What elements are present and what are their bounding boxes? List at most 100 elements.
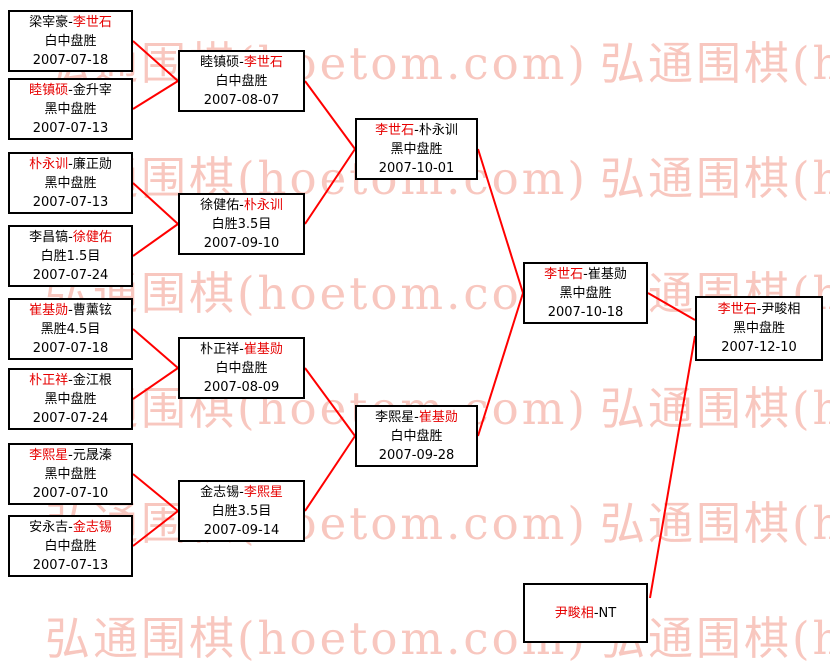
connector-line <box>132 328 179 369</box>
match-result: 黑中盘胜 <box>390 141 443 157</box>
player-separator: - <box>593 605 599 621</box>
match-result: 白胜3.5目 <box>211 216 272 232</box>
player-name: 曹薰铉 <box>72 302 112 318</box>
match-date: 2007-07-13 <box>32 557 109 573</box>
match-result: 黑中盘胜 <box>44 466 97 482</box>
player-name: 崔基勋 <box>29 302 69 318</box>
match-box-r1-6: 朴正祥-金江根 黑中盘胜 2007-07-24 <box>8 368 133 430</box>
player-separator: - <box>68 229 73 245</box>
match-date: 2007-09-14 <box>203 522 280 538</box>
match-date: 2007-12-10 <box>721 340 797 355</box>
player-name: 朴永训 <box>29 156 69 172</box>
match-players: 睦镇硕-金升宰 <box>29 81 112 100</box>
player-name: 李熙星 <box>243 484 283 500</box>
player-name: 李世石 <box>544 266 584 282</box>
player-separator: - <box>239 484 244 500</box>
watermark-text: 弘通围棋(hoetom.com) <box>599 37 830 90</box>
player-name: 崔基勋 <box>587 266 627 282</box>
match-result: 白中盘胜 <box>215 360 268 376</box>
player-separator: - <box>583 266 588 282</box>
connector-line <box>304 148 356 225</box>
match-result: 黑胜4.5目 <box>40 321 101 337</box>
match-date: 2007-07-18 <box>32 340 109 356</box>
player-name: 李世石 <box>375 122 415 138</box>
match-box-title: 李世石-尹畯相 黑中盘胜 2007-12-10 <box>695 296 823 361</box>
match-box-sf-2: 李熙星-崔基勋 白中盘胜 2007-09-28 <box>355 405 478 467</box>
watermark-row: 弘通围棋(hoetom.com)弘通围棋(hoetom.com) <box>45 487 830 552</box>
match-players: 朴永训-廉正勋 <box>29 155 112 174</box>
match-date: 2007-07-24 <box>32 410 109 426</box>
player-name: 李世石 <box>243 54 283 70</box>
match-box-r1-5: 崔基勋-曹薰铉 黑胜4.5目 2007-07-18 <box>8 298 133 360</box>
connector-line <box>132 223 179 257</box>
connector-line <box>304 367 356 437</box>
match-date: 2007-07-13 <box>32 120 109 136</box>
connector-line <box>132 80 179 110</box>
match-players: 李熙星-崔基勋 <box>375 408 458 427</box>
match-box-r1-2: 睦镇硕-金升宰 黑中盘胜 2007-07-13 <box>8 78 133 140</box>
match-date: 2007-08-09 <box>203 379 280 395</box>
player-name: 崔基勋 <box>418 409 458 425</box>
match-players: 安永吉-金志锡 <box>29 518 112 537</box>
player-name: 朴永训 <box>243 197 283 213</box>
player-name: 朴正祥 <box>29 372 69 388</box>
match-players: 李世石-崔基勋 <box>544 265 627 284</box>
match-box-r1-3: 朴永训-廉正勋 黑中盘胜 2007-07-13 <box>8 152 133 214</box>
player-separator: - <box>239 341 244 357</box>
player-name: 金江根 <box>72 372 112 388</box>
match-players: 李世石-尹畯相 <box>718 300 801 319</box>
match-result: 白胜1.5目 <box>40 248 101 264</box>
player-separator: - <box>68 82 73 98</box>
player-separator: - <box>68 14 73 30</box>
connector-line <box>132 367 179 400</box>
player-name: 崔基勋 <box>243 341 283 357</box>
player-name: 睦镇硕 <box>29 82 69 98</box>
watermark-row: 弘通围棋(hoetom.com)弘通围棋(hoetom.com) <box>45 602 830 667</box>
match-result: 黑中盘胜 <box>44 391 97 407</box>
match-box-bye: 尹畯相-NT <box>523 583 648 643</box>
match-box-sf-1: 李世石-朴永训 黑中盘胜 2007-10-01 <box>355 118 478 180</box>
match-box-r1-4: 李昌镐-徐健佑 白胜1.5目 2007-07-24 <box>8 225 133 287</box>
connector-line <box>132 40 179 82</box>
match-players: 朴正祥-金江根 <box>29 371 112 390</box>
watermark-text: 弘通围棋(hoetom.com) <box>599 497 830 550</box>
match-date: 2007-10-01 <box>378 160 455 176</box>
watermark-text: 弘通围棋(hoetom.com) <box>599 382 830 435</box>
match-result: 黑中盘胜 <box>44 175 97 191</box>
player-name: 尹畯相 <box>554 605 594 621</box>
player-name: 梁宰豪 <box>29 14 69 30</box>
match-result: 白中盘胜 <box>44 33 97 49</box>
match-players: 朴正祥-崔基勋 <box>200 340 283 359</box>
player-name: 尹畯相 <box>761 302 801 317</box>
match-box-final: 李世石-崔基勋 黑中盘胜 2007-10-18 <box>523 262 648 324</box>
match-date: 2007-08-07 <box>203 92 280 108</box>
connector-line <box>649 335 696 599</box>
player-separator: - <box>239 54 244 70</box>
match-box-r1-7: 李熙星-元晟溱 黑中盘胜 2007-07-10 <box>8 443 133 505</box>
match-players: 李熙星-元晟溱 <box>29 446 112 465</box>
watermark-text: 弘通围棋(hoetom.com) <box>45 612 588 665</box>
player-separator: - <box>68 156 73 172</box>
player-name: 廉正勋 <box>72 156 112 172</box>
match-date: 2007-07-10 <box>32 485 109 501</box>
match-players: 睦镇硕-李世石 <box>200 53 283 72</box>
match-players: 李昌镐-徐健佑 <box>29 228 112 247</box>
connector-line <box>132 473 179 512</box>
match-players: 金志锡-李熙星 <box>200 483 283 502</box>
connector-line <box>132 182 179 225</box>
player-name: 睦镇硕 <box>200 54 240 70</box>
watermark-row: 弘通围棋(hoetom.com)弘通围棋(hoetom.com) <box>45 27 830 92</box>
connector-line <box>477 292 524 437</box>
match-date: 2007-07-24 <box>32 267 109 283</box>
match-players: 李世石-朴永训 <box>375 121 458 140</box>
match-result: 黑中盘胜 <box>732 321 785 336</box>
player-separator: - <box>414 122 419 138</box>
match-box-r1-1: 梁宰豪-李世石 白中盘胜 2007-07-18 <box>8 10 133 72</box>
connector-line <box>304 80 356 150</box>
player-separator: - <box>414 409 419 425</box>
player-name: 徐健佑 <box>72 229 112 245</box>
match-date: 2007-10-18 <box>547 304 624 320</box>
match-box-r2-2: 徐健佑-朴永训 白胜3.5目 2007-09-10 <box>178 193 305 255</box>
player-name: 朴正祥 <box>200 341 240 357</box>
